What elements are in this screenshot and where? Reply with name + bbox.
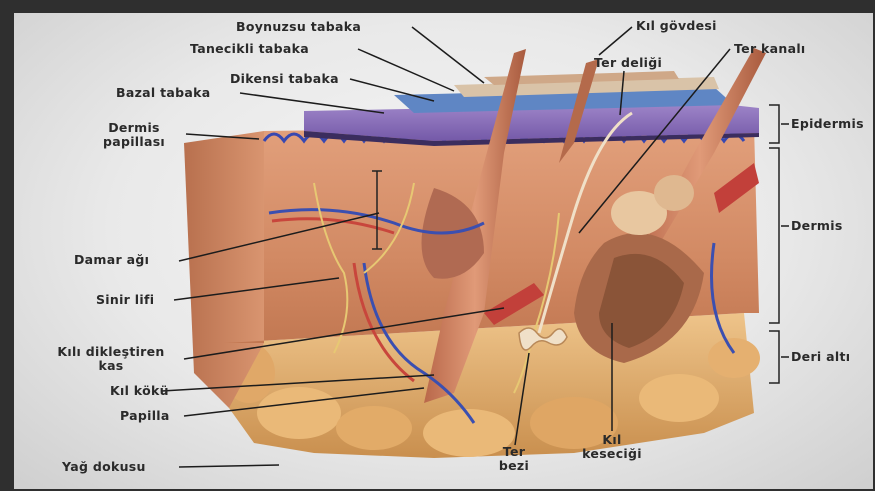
label-papilla: Papilla <box>120 409 170 423</box>
skin-diagram: Boynuzsu tabaka Kıl gövdesi Tanecikli ta… <box>14 13 873 489</box>
label-yag-dokusu: Yağ dokusu <box>62 460 146 474</box>
label-damar-agi: Damar ağı <box>74 253 149 267</box>
label-epidermis: Epidermis <box>791 117 864 131</box>
label-boynuzsu-tabaka: Boynuzsu tabaka <box>236 20 361 34</box>
label-tanecikli-tabaka: Tanecikli tabaka <box>190 42 309 56</box>
label-ter-deligi: Ter deliği <box>594 56 662 70</box>
label-dermis: Dermis <box>791 219 843 233</box>
epidermis-layer <box>304 71 759 146</box>
label-deri-alti: Deri altı <box>791 350 850 364</box>
label-bazal-tabaka: Bazal tabaka <box>116 86 210 100</box>
label-kil-govdesi: Kıl gövdesi <box>636 19 717 33</box>
label-kil-koku: Kıl kökü <box>110 384 169 398</box>
label-sinir-lifi: Sinir lifi <box>96 293 154 307</box>
label-dikensi-tabaka: Dikensi tabaka <box>230 72 339 86</box>
label-ter-kanali: Ter kanalı <box>734 42 806 56</box>
